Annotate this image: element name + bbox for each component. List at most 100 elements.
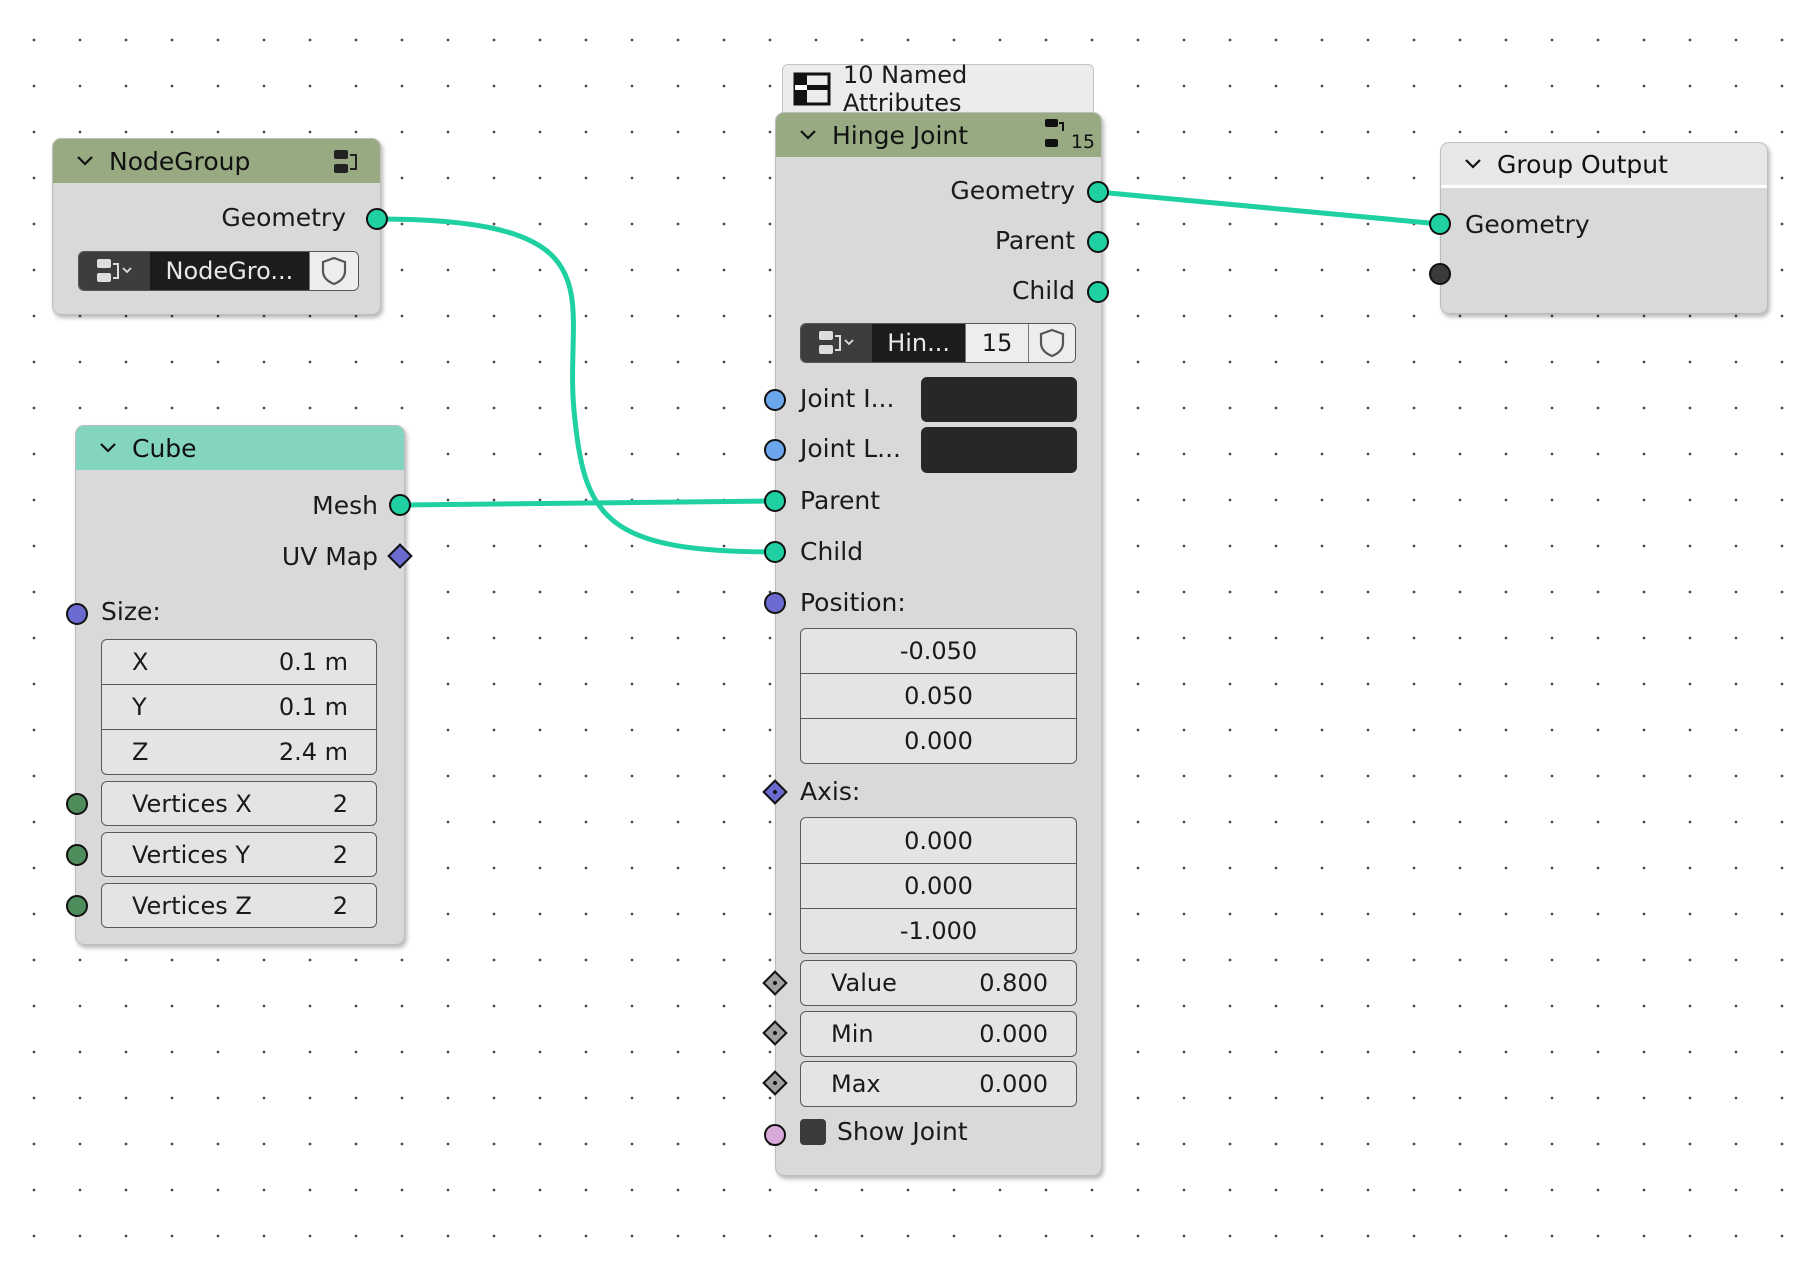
node-tree-icon[interactable] bbox=[79, 252, 151, 290]
nodegroup-header[interactable]: NodeGroup bbox=[53, 139, 380, 183]
named-attributes-label: 10 Named Attributes bbox=[843, 61, 968, 117]
cube-mesh-socket[interactable] bbox=[389, 494, 411, 516]
position-z-field[interactable]: 0.000 bbox=[800, 718, 1077, 764]
axis-y-value: 0.000 bbox=[904, 872, 973, 900]
value-field[interactable]: Value 0.800 bbox=[800, 960, 1077, 1006]
cube-node[interactable]: Cube Mesh UV Map Size: X 0.1 m Y 0.1 m Z… bbox=[75, 425, 405, 945]
cube-header[interactable]: Cube bbox=[76, 426, 404, 470]
group-output-empty-socket[interactable] bbox=[1429, 263, 1451, 285]
joint-i-field[interactable] bbox=[921, 377, 1077, 422]
joint-l-socket[interactable] bbox=[764, 439, 786, 461]
hinge-joint-header[interactable]: Hinge Joint 15 bbox=[776, 113, 1101, 157]
max-field[interactable]: Max 0.000 bbox=[800, 1061, 1077, 1107]
chevron-down-icon[interactable] bbox=[1463, 154, 1483, 174]
cube-vertices-z-socket[interactable] bbox=[66, 895, 88, 917]
cube-vertices-y-socket[interactable] bbox=[66, 844, 88, 866]
hinge-users-badge: 15 bbox=[1070, 131, 1095, 153]
show-joint-label: Show Joint bbox=[837, 1117, 968, 1146]
hinge-selector-users[interactable]: 15 bbox=[964, 324, 1029, 362]
vertices-x-label: Vertices X bbox=[132, 789, 252, 818]
axis-z-field[interactable]: -1.000 bbox=[800, 908, 1077, 954]
cube-output-mesh-label: Mesh bbox=[312, 491, 378, 520]
hinge-child-output-socket[interactable] bbox=[1087, 281, 1109, 303]
axis-label: Axis: bbox=[800, 777, 861, 806]
group-output-header[interactable]: Group Output bbox=[1441, 143, 1767, 188]
vertices-y-value: 2 bbox=[332, 840, 348, 869]
axis-z-value: -1.000 bbox=[899, 917, 978, 945]
show-joint-socket[interactable] bbox=[764, 1124, 786, 1146]
position-z-value: 0.000 bbox=[904, 727, 973, 755]
position-label: Position: bbox=[800, 588, 906, 617]
vertices-y-field[interactable]: Vertices Y 2 bbox=[101, 832, 377, 877]
size-x-value: 0.1 m bbox=[278, 648, 348, 676]
node-tree-icon bbox=[1043, 117, 1065, 157]
min-field[interactable]: Min 0.000 bbox=[800, 1011, 1077, 1057]
hinge-selector-name[interactable]: Hin... bbox=[872, 324, 965, 362]
vertices-z-value: 2 bbox=[332, 891, 348, 920]
chevron-down-icon[interactable] bbox=[98, 438, 118, 458]
cube-size-socket[interactable] bbox=[66, 603, 88, 625]
nodegroup-selector[interactable]: NodeGro... bbox=[78, 251, 359, 291]
cube-size-label: Size: bbox=[101, 597, 161, 626]
hinge-parent-output-socket[interactable] bbox=[1087, 231, 1109, 253]
nodegroup-geometry-socket[interactable] bbox=[366, 208, 388, 230]
cube-vertices-x-socket[interactable] bbox=[66, 793, 88, 815]
hinge-joint-title: Hinge Joint bbox=[832, 120, 969, 150]
group-output-geometry-label: Geometry bbox=[1465, 210, 1590, 239]
hinge-geometry-output-socket[interactable] bbox=[1087, 181, 1109, 203]
nodegroup-selector-name[interactable]: NodeGro... bbox=[150, 252, 309, 290]
group-output-geometry-socket[interactable] bbox=[1429, 213, 1451, 235]
hinge-output-geometry-label: Geometry bbox=[950, 176, 1075, 205]
position-y-field[interactable]: 0.050 bbox=[800, 673, 1077, 719]
show-joint-checkbox[interactable] bbox=[800, 1119, 826, 1145]
vertices-z-field[interactable]: Vertices Z 2 bbox=[101, 883, 377, 928]
group-output-title: Group Output bbox=[1497, 149, 1668, 179]
group-output-node[interactable]: Group Output Geometry bbox=[1440, 142, 1768, 314]
size-y-label: Y bbox=[132, 693, 147, 721]
hinge-parent-input-socket[interactable] bbox=[764, 490, 786, 512]
node-tree-icon[interactable] bbox=[801, 324, 873, 362]
joint-l-label: Joint L... bbox=[800, 434, 901, 463]
joint-l-field[interactable] bbox=[921, 427, 1077, 473]
chevron-down-icon[interactable] bbox=[798, 125, 818, 145]
size-y-value: 0.1 m bbox=[278, 693, 348, 721]
attributes-icon bbox=[793, 72, 831, 106]
hinge-input-parent-label: Parent bbox=[800, 486, 881, 515]
joint-i-socket[interactable] bbox=[764, 389, 786, 411]
axis-x-value: 0.000 bbox=[904, 826, 973, 855]
cube-title: Cube bbox=[132, 433, 197, 463]
vertices-y-label: Vertices Y bbox=[132, 840, 251, 869]
min-value: 0.000 bbox=[979, 1020, 1048, 1048]
hinge-joint-node[interactable]: Hinge Joint 15 Geometry Parent Child Hin… bbox=[775, 112, 1102, 1176]
named-attributes-tab[interactable]: 10 Named Attributes bbox=[782, 61, 1094, 117]
axis-x-field[interactable]: 0.000 bbox=[800, 817, 1077, 864]
link-mesh-to-parent bbox=[399, 498, 776, 508]
hinge-child-input-socket[interactable] bbox=[764, 541, 786, 563]
value-label: Value bbox=[831, 969, 897, 997]
vertices-x-value: 2 bbox=[332, 789, 348, 818]
nodegroup-title: NodeGroup bbox=[109, 146, 251, 176]
shield-icon[interactable] bbox=[308, 252, 358, 290]
size-z-label: Z bbox=[132, 738, 149, 766]
node-tree-icon bbox=[332, 147, 362, 183]
size-y-field[interactable]: Y 0.1 m bbox=[101, 684, 377, 730]
hinge-input-child-label: Child bbox=[800, 537, 864, 566]
axis-y-field[interactable]: 0.000 bbox=[800, 863, 1077, 909]
position-x-value: -0.050 bbox=[899, 637, 978, 665]
vertices-x-field[interactable]: Vertices X 2 bbox=[101, 781, 377, 826]
cube-output-uv-label: UV Map bbox=[281, 542, 378, 571]
joint-i-label: Joint I... bbox=[800, 384, 895, 413]
position-socket[interactable] bbox=[764, 592, 786, 614]
value-value: 0.800 bbox=[979, 969, 1048, 997]
hinge-output-child-label: Child bbox=[1011, 276, 1075, 305]
size-x-label: X bbox=[132, 648, 149, 676]
position-x-field[interactable]: -0.050 bbox=[800, 628, 1077, 674]
nodegroup-node[interactable]: NodeGroup Geometry NodeGro... bbox=[52, 138, 381, 315]
hinge-selector[interactable]: Hin... 15 bbox=[800, 323, 1076, 363]
max-value: 0.000 bbox=[979, 1070, 1048, 1098]
chevron-down-icon[interactable] bbox=[75, 151, 95, 171]
size-z-field[interactable]: Z 2.4 m bbox=[101, 729, 377, 775]
link-geometry-to-child bbox=[376, 216, 776, 555]
size-x-field[interactable]: X 0.1 m bbox=[101, 639, 377, 685]
shield-icon[interactable] bbox=[1028, 324, 1075, 362]
